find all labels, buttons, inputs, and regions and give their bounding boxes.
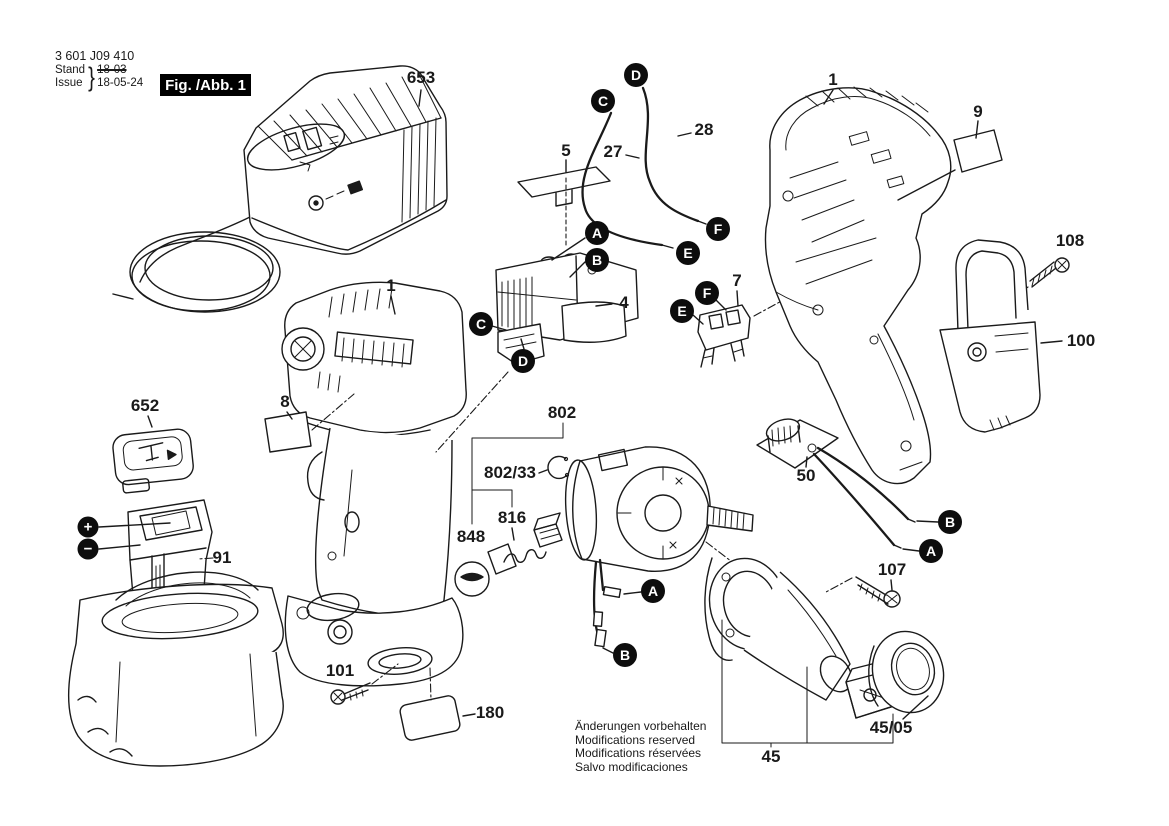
terminal-holder-7-drawing [697,291,799,368]
issue-date: 18-05-24 [97,77,144,89]
callout-e-holder: E [670,299,694,323]
protection-cap-45-05-drawing [868,630,945,714]
legal-notes: Änderungen vorbehalten Modifications res… [575,719,707,774]
battery-91-drawing [68,499,284,767]
label-9-drawing [897,129,1003,201]
label-180-drawing [399,667,461,741]
charger-653-drawing [112,65,448,313]
callout-d-wire28-top: D [624,63,648,87]
callout-f-wire28-end: F [706,217,730,241]
callout-plus-terminal: + [77,516,99,538]
issue-label: Issue [55,77,83,89]
callout-a-switch: A [585,221,609,245]
callout-minus-terminal: − [77,538,99,560]
wire-28-drawing [641,86,707,225]
power-cord [112,215,281,313]
gear-assembly-45-drawing [704,557,895,719]
part-label-terminal-holder: 7 [732,271,742,290]
revision-block: Stand Issue } 18-03 18-05-24 [55,61,144,92]
callout-c-switch: C [469,312,493,336]
part-label-cap: 848 [456,527,486,546]
part-label-manufacturer-label: 9 [973,102,983,121]
part-label-clip-screw: 108 [1055,231,1085,250]
module-50-drawing [756,418,916,549]
charger-indicator-icons [308,180,364,211]
part-label-gear-assembly: 45 [761,747,781,766]
part-label-tool: 1 [386,276,396,295]
tool-grid-detail [317,331,414,393]
housing-hatch [805,86,929,113]
label-8-drawing [264,393,355,453]
callout-e-wire27-end: E [676,241,700,265]
part-label-retaining-ring: 802/33 [484,463,536,482]
part-label-motor: 802 [547,403,577,422]
part-label-belt-clip: 100 [1066,331,1096,350]
callout-d-switch: D [511,349,535,373]
housing-1-drawing [764,86,952,485]
legal-note-en: Modifications reserved [575,732,696,747]
revision-brace: } [88,61,95,92]
motor-802-drawing [454,422,754,648]
charger-fins [257,71,442,161]
stand-date: 18-03 [97,64,127,76]
figure-badge: Fig. /Abb. 1 [160,74,251,96]
callout-b-switch: B [585,248,609,272]
leader-lines [98,89,1063,720]
charger-socket [246,123,346,172]
charger-side-fins [401,117,437,223]
callout-a-module: A [919,539,943,563]
assoc-line-91 [197,557,214,560]
part-label-battery-pack: 91 [212,548,232,567]
belt-clip-100-drawing [939,239,1041,433]
callout-f-holder: F [695,281,719,305]
document-part-number: 3 601 J09 410 [55,49,135,63]
screw-101-drawing [330,663,399,705]
callout-b-motor: B [613,643,637,667]
contact-cap-652-drawing [112,428,194,494]
part-label-switch: 4 [619,293,629,312]
switch-4-drawing [435,252,639,453]
legal-note-fr: Modifications réservées [575,746,702,761]
wire-27-drawing [581,111,674,249]
part-label-pushbutton: 5 [561,141,571,160]
tool-vents [328,287,393,318]
part-label-brush-holder: 816 [497,508,527,527]
part-label-wire-28: 28 [694,120,714,139]
housing-ribs [775,161,915,421]
stand-label: Stand [55,64,86,76]
part-label-base-screw: 101 [325,661,355,680]
part-label-gear-screw: 107 [877,560,907,579]
screw-108-drawing [1005,257,1070,303]
tool-1-drawing [281,281,467,687]
callout-c-wire27-top: C [591,89,615,113]
pushbutton-5-drawing [517,166,611,249]
part-label-wire-27: 27 [603,142,623,161]
part-label-housing: 1 [828,70,838,89]
legal-note-de: Änderungen vorbehalten [575,719,707,733]
part-label-type-label: 180 [475,703,505,722]
legal-note-es: Salvo modificaciones [575,759,688,774]
callout-b-module: B [938,510,962,534]
part-label-protection-cap: 45/05 [869,718,913,737]
part-label-side-label: 8 [280,392,290,411]
part-label-electronic-module: 50 [796,466,816,485]
bracket-45 [721,619,894,748]
part-label-charger: 653 [406,68,436,87]
screw-107-drawing [825,576,901,608]
part-label-contact-cap: 652 [130,396,160,415]
callout-a-motor: A [641,579,665,603]
